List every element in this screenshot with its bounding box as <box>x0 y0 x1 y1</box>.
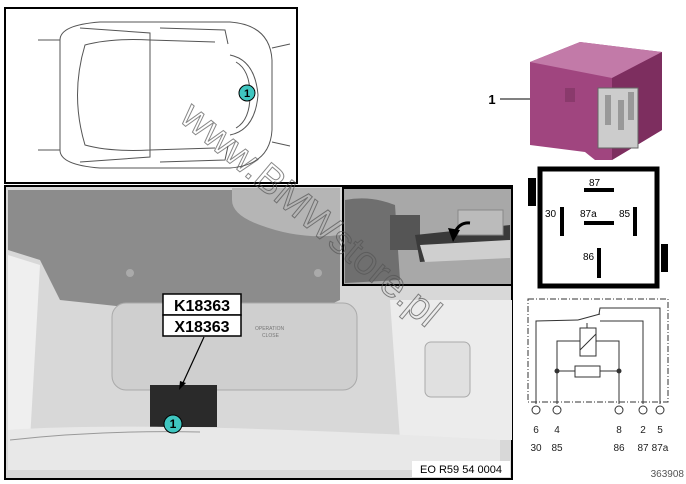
terminal-pin: 87 <box>637 443 649 454</box>
pin-label: 87 <box>589 178 601 189</box>
relay-label: K18363 <box>174 298 230 315</box>
box-print: OPERATION <box>255 326 284 332</box>
part-callout: 1 <box>488 92 495 107</box>
diagram-number: 363908 <box>651 469 685 480</box>
terminal-number: 6 <box>533 425 539 436</box>
terminal-pin: 85 <box>551 443 563 454</box>
pin-label: 85 <box>619 209 631 220</box>
pin-label: 86 <box>583 252 595 263</box>
connector-label-box <box>162 314 242 337</box>
terminal-number: 5 <box>657 425 663 436</box>
image-code: EO R59 54 0004 <box>420 464 502 476</box>
relay-schematic <box>527 298 669 415</box>
car-outline <box>38 21 291 169</box>
connector-label: X18363 <box>174 319 229 336</box>
pin-label: 30 <box>545 209 557 220</box>
leader-arrow <box>181 336 205 386</box>
relay-pinout: 87 30 87a 85 86 <box>528 166 668 289</box>
callout-number: 1 <box>170 417 177 431</box>
car-location-panel: 1 <box>4 7 298 184</box>
inset-photo <box>342 187 513 286</box>
callout-marker <box>238 84 256 102</box>
callout-marker <box>163 414 183 434</box>
pin-label: 87a <box>580 209 597 220</box>
relay-connector <box>150 385 217 427</box>
relay-part-image: 1 <box>488 42 662 160</box>
terminal-pin: 86 <box>613 443 625 454</box>
terminal-number: 4 <box>554 425 560 436</box>
callout-number: 1 <box>244 88 250 100</box>
terminal-pin: 87a <box>652 443 669 454</box>
terminal-number: 8 <box>616 425 622 436</box>
installation-photo: OPERATION CLOSE K18363 X18363 1 EO R59 5… <box>4 185 513 480</box>
box-print: CLOSE <box>262 333 280 339</box>
terminal-pin: 30 <box>530 443 542 454</box>
terminal-number: 2 <box>640 425 646 436</box>
